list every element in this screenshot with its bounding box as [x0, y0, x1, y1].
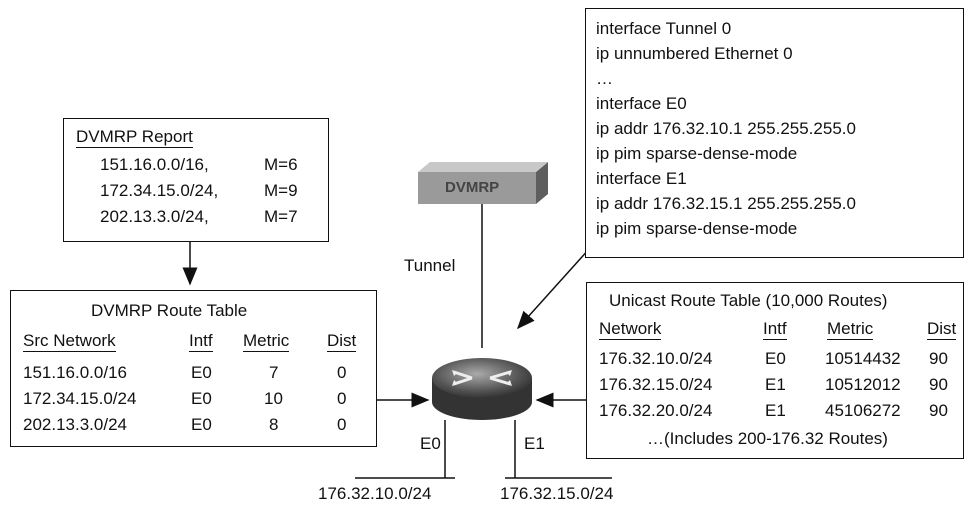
unicast-table-title: Unicast Route Table (10,000 Routes)	[609, 291, 888, 310]
dvmrp-header-network: Src Network	[23, 331, 116, 352]
subnet-e1-label: 176.32.15.0/24	[500, 484, 614, 503]
dvmrp-header-metric: Metric	[243, 331, 290, 352]
dvmrp-cell: 172.34.15.0/24	[23, 389, 137, 408]
dvmrp-report-box: DVMRP Report 151.16.0.0/16, M=6 172.34.1…	[63, 118, 329, 242]
config-line: ip addr 176.32.15.1 255.255.255.0	[596, 194, 856, 213]
e0-label: E0	[420, 434, 441, 453]
unicast-header-dist: Dist	[927, 319, 957, 340]
report-net-1: 172.34.15.0/24,	[100, 181, 219, 200]
unicast-cell: 10514432	[825, 349, 901, 368]
dvmrp-cell: 10	[264, 389, 283, 408]
dvmrp-header-intf: Intf	[189, 331, 213, 352]
dvmrp-device	[418, 162, 548, 204]
unicast-header-intf: Intf	[763, 319, 787, 340]
unicast-cell: E1	[765, 375, 786, 394]
unicast-cell: 176.32.20.0/24	[599, 401, 713, 420]
dvmrp-cell: 0	[337, 363, 347, 382]
dvmrp-cell: 7	[269, 363, 279, 382]
tunnel-label: Tunnel	[404, 256, 456, 275]
dvmrp-cell: 202.13.3.0/24	[23, 415, 127, 434]
unicast-cell: 176.32.10.0/24	[599, 349, 713, 368]
unicast-header-metric: Metric	[827, 319, 874, 340]
unicast-cell: E0	[765, 349, 786, 368]
config-line: ip pim sparse-dense-mode	[596, 144, 798, 163]
unicast-cell: E1	[765, 401, 786, 420]
unicast-cell: 45106272	[825, 401, 901, 420]
config-line: interface Tunnel 0	[596, 19, 732, 38]
dvmrp-table-title: DVMRP Route Table	[91, 301, 248, 320]
router-icon	[432, 358, 532, 420]
report-title: DVMRP Report	[76, 127, 193, 148]
dvmrp-device-label: DVMRP	[445, 179, 500, 196]
config-line: ip pim sparse-dense-mode	[596, 219, 798, 238]
e1-label: E1	[524, 434, 545, 453]
unicast-header-network: Network	[599, 319, 662, 340]
unicast-cell: 176.32.15.0/24	[599, 375, 713, 394]
report-m-1: M=9	[264, 181, 298, 200]
unicast-cell: 90	[929, 349, 948, 368]
config-line: interface E1	[596, 169, 687, 188]
dvmrp-cell: E0	[191, 363, 212, 382]
report-net-2: 202.13.3.0/24,	[100, 207, 209, 226]
report-net-0: 151.16.0.0/16,	[100, 155, 209, 174]
report-m-0: M=6	[264, 155, 298, 174]
config-line: ip unnumbered Ethernet 0	[596, 44, 793, 63]
unicast-cell: 10512012	[825, 375, 901, 394]
subnet-e0-label: 176.32.10.0/24	[318, 484, 432, 503]
config-lines: interface Tunnel 0 ip unnumbered Etherne…	[596, 19, 856, 244]
unicast-table-footer: …(Includes 200-176.32 Routes)	[647, 429, 888, 448]
unicast-cell: 90	[929, 401, 948, 420]
dvmrp-cell: E0	[191, 415, 212, 434]
dvmrp-cell: 151.16.0.0/16	[23, 363, 127, 382]
config-line: …	[596, 69, 613, 88]
config-arrow	[516, 247, 591, 330]
unicast-route-table: Unicast Route Table (10,000 Routes) Netw…	[586, 282, 964, 459]
unicast-cell: 90	[929, 375, 948, 394]
dvmrp-cell: 8	[269, 415, 279, 434]
dvmrp-cell: 0	[337, 389, 347, 408]
dvmrp-route-table: DVMRP Route Table Src Network Intf Metri…	[10, 290, 377, 447]
config-line: interface E0	[596, 94, 687, 113]
dvmrp-header-dist: Dist	[327, 331, 357, 352]
dvmrp-cell: E0	[191, 389, 212, 408]
report-m-2: M=7	[264, 207, 298, 226]
config-line: ip addr 176.32.10.1 255.255.255.0	[596, 119, 856, 138]
dvmrp-cell: 0	[337, 415, 347, 434]
router-config-box: interface Tunnel 0 ip unnumbered Etherne…	[585, 8, 964, 258]
